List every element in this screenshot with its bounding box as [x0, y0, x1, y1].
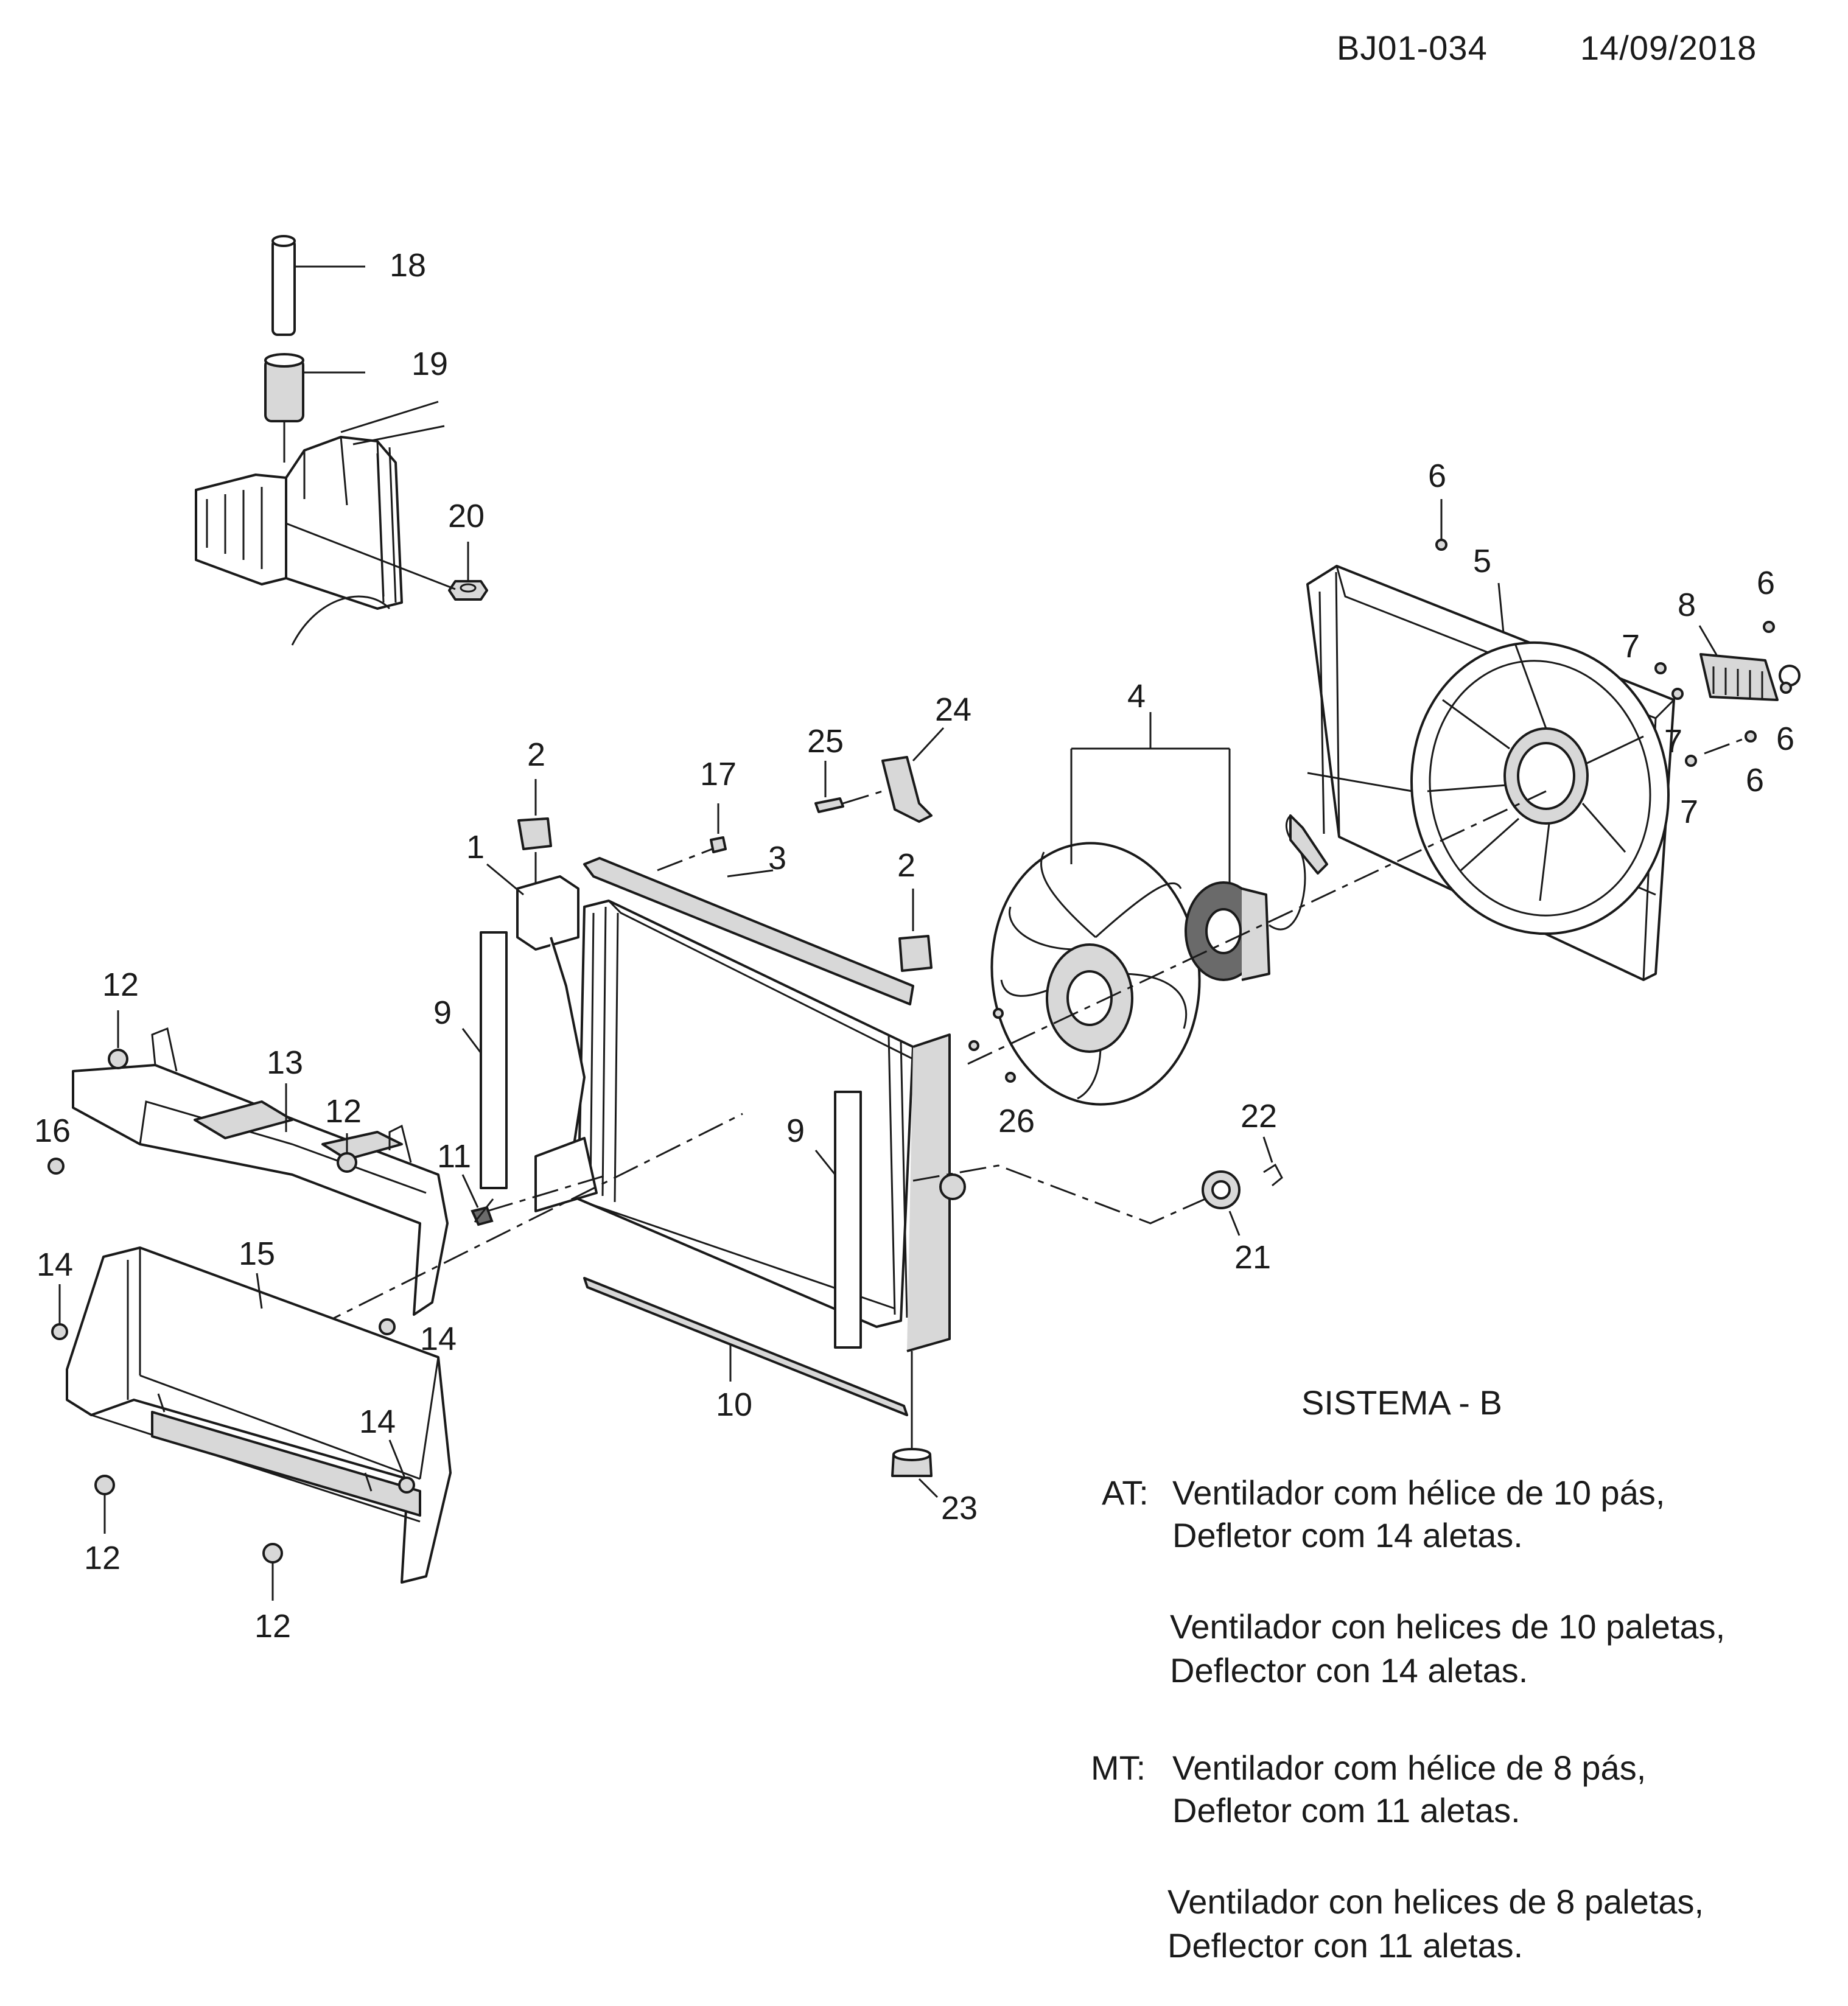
callout-12-upper-a: 12 — [102, 966, 139, 1003]
clip-14-lower: 14 — [359, 1403, 415, 1494]
callout-14-left: 14 — [37, 1246, 73, 1283]
bolt-25: 25 — [807, 723, 883, 813]
callout-22: 22 — [1241, 1098, 1277, 1134]
note-at-line-2: Defletor com 14 aletas. — [1172, 1516, 1523, 1554]
callout-13: 13 — [267, 1044, 303, 1081]
note-mt-line-4: Deflector con 11 aletas. — [1167, 1926, 1524, 1965]
callout-2-left: 2 — [527, 736, 545, 773]
callout-9-left: 9 — [433, 994, 452, 1031]
bracket-housing-inset — [195, 400, 445, 646]
note-at-line-1: Ventilador com hélice de 10 pás, — [1172, 1473, 1665, 1512]
clip-12-lower-a: 12 — [84, 1475, 121, 1576]
callout-7-b: 7 — [1664, 723, 1682, 760]
callout-2-right: 2 — [897, 847, 915, 884]
fan-motor — [1185, 881, 1270, 981]
callout-6-top: 6 — [1428, 458, 1446, 494]
screw-7-c: 7 — [1680, 755, 1698, 830]
note-at-line-4: Deflector con 14 aletas. — [1170, 1651, 1528, 1690]
note-at-line-3: Ventilador con helices de 10 paletas, — [1170, 1607, 1726, 1646]
note-mt-line-2: Defletor com 11 aletas. — [1172, 1791, 1521, 1830]
bracket-24: 24 — [881, 691, 971, 823]
callout-16: 16 — [34, 1113, 71, 1149]
fan-shroud-5: 5 — [1306, 543, 1675, 981]
screw-6-right-c: 6 — [1704, 730, 1764, 799]
clip-11: 11 — [437, 1138, 609, 1226]
callout-8: 8 — [1678, 587, 1696, 623]
nut-20 — [448, 580, 488, 601]
clip-14-left: 14 — [37, 1246, 73, 1340]
callout-26: 26 — [998, 1103, 1035, 1139]
callout-9-right: 9 — [786, 1113, 805, 1149]
callout-11: 11 — [437, 1138, 471, 1175]
clip-14-right: 14 — [379, 1318, 457, 1357]
callout-12-lower-a: 12 — [84, 1540, 121, 1576]
system-title: SISTEMA - B — [1301, 1383, 1502, 1422]
screw-6-right-b: 6 — [1776, 682, 1794, 757]
callout-20: 20 — [448, 498, 485, 534]
callout-12-lower-b: 12 — [254, 1608, 291, 1644]
callout-7-a: 7 — [1622, 628, 1640, 665]
pin-18 — [271, 235, 296, 336]
callout-6-right-a: 6 — [1757, 565, 1775, 601]
callout-19: 19 — [411, 346, 448, 382]
lower-deflector-frame-15: 15 — [66, 1235, 452, 1584]
callout-1: 1 — [466, 829, 485, 865]
callout-17: 17 — [700, 756, 737, 792]
callout-14-lower: 14 — [359, 1403, 396, 1440]
bushing-2-left: 2 — [517, 736, 552, 882]
deflector-centerline — [316, 1113, 743, 1328]
sleeve-19 — [264, 353, 304, 422]
screw-17: 17 — [657, 756, 737, 872]
callout-25: 25 — [807, 723, 844, 760]
callout-4: 4 — [1127, 678, 1146, 715]
resistor-8: 8 — [1678, 587, 1801, 701]
callout-15: 15 — [239, 1235, 275, 1272]
detail-inset-18-19-20: 18 19 20 — [195, 235, 488, 646]
callout-10: 10 — [716, 1386, 752, 1423]
note-mt-key: MT: — [1091, 1749, 1146, 1787]
note-at-key: AT: — [1102, 1473, 1149, 1512]
callout-14-right: 14 — [420, 1321, 457, 1357]
callout-21: 21 — [1234, 1239, 1271, 1276]
screw-7-b: 7 — [1664, 688, 1684, 760]
callout-6-right-b: 6 — [1776, 721, 1794, 757]
fan-axis-centerline — [967, 790, 1547, 1065]
bushing-2-right: 2 — [897, 847, 933, 972]
diagram-code: BJ01-034 — [1337, 29, 1488, 67]
clip-22: 22 — [1241, 1098, 1283, 1187]
screws-26: 26 — [968, 1008, 1035, 1139]
callout-23: 23 — [941, 1490, 978, 1526]
radiator-3 — [577, 900, 951, 1352]
callout-3: 3 — [768, 840, 786, 876]
note-mt-line-3: Ventilador con helices de 8 paletas, — [1167, 1882, 1704, 1921]
screw-6-top: 6 — [1428, 458, 1447, 551]
fan-blade-assembly-4: 4 — [990, 678, 1328, 1106]
upper-air-deflector-13: 13 — [72, 1027, 449, 1316]
upper-seal-3: 3 — [583, 840, 914, 1005]
clip-12-lower-b: 12 — [254, 1543, 291, 1644]
clip-12-upper-a: 12 — [102, 966, 139, 1069]
note-mt-line-1: Ventilador com hélice de 8 pás, — [1172, 1749, 1647, 1787]
callout-7-c: 7 — [1680, 794, 1698, 830]
insulator-23: 23 — [891, 1351, 978, 1526]
drain-plug-21: 21 — [912, 1164, 1271, 1276]
callout-5: 5 — [1473, 543, 1491, 579]
diagram-date: 14/09/2018 — [1580, 29, 1757, 67]
seal-9-right: 9 — [786, 1091, 862, 1349]
seal-9-left: 9 — [433, 931, 508, 1189]
clip-12-upper-b: 12 — [325, 1093, 362, 1173]
clip-16: 16 — [34, 1113, 71, 1175]
motor-harness-connector — [1269, 814, 1328, 931]
callout-18: 18 — [390, 247, 426, 284]
bracket-1: 1 — [466, 829, 598, 1212]
lower-seal-10: 10 — [583, 1277, 908, 1423]
callout-24: 24 — [935, 691, 971, 728]
screw-7-a: 7 — [1622, 628, 1667, 674]
screw-6-right-a: 6 — [1757, 565, 1775, 633]
callout-12-upper-b: 12 — [325, 1093, 362, 1130]
callout-6-right-c: 6 — [1746, 762, 1764, 799]
